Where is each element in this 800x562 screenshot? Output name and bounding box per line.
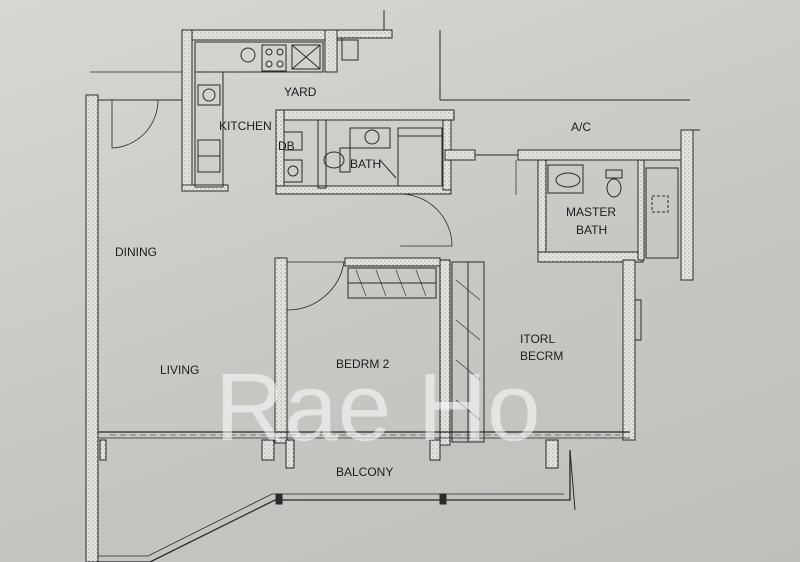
label-ac: A/C (571, 120, 591, 134)
label-living: LIVING (160, 363, 199, 377)
label-master-bedroom-line2: BECRM (520, 349, 563, 363)
wall-bedroom2-left (274, 257, 288, 444)
label-balcony: BALCONY (336, 465, 393, 479)
wall-kitchen-left (181, 29, 193, 191)
wall-kitchen-top (181, 29, 343, 41)
room-labels: YARD KITCHEN DB BATH A/C MASTER BATH DIN… (115, 85, 616, 479)
watermark: Rae Ho (215, 354, 541, 461)
wall-bedroom2-right (439, 259, 451, 446)
label-master-bath-line1: MASTER (566, 205, 616, 219)
bedroom2-door-swing (286, 261, 345, 311)
label-master-bath-line2: BATH (576, 223, 607, 237)
entrance-door-swing (111, 99, 159, 149)
label-kitchen: KITCHEN (219, 119, 272, 133)
label-yard: YARD (284, 85, 317, 99)
label-db: DB (278, 139, 295, 153)
label-bedroom-2: BEDRM 2 (336, 357, 390, 371)
balcony-parapet (98, 450, 571, 562)
label-dining: DINING (115, 245, 157, 259)
wall-master-right (622, 259, 636, 441)
wall-left (85, 94, 99, 562)
label-bath: BATH (350, 157, 381, 171)
bath-door-swing (399, 193, 453, 247)
label-master-bedroom-line1: ITORL (520, 332, 555, 346)
wall-bath-top (275, 109, 455, 121)
